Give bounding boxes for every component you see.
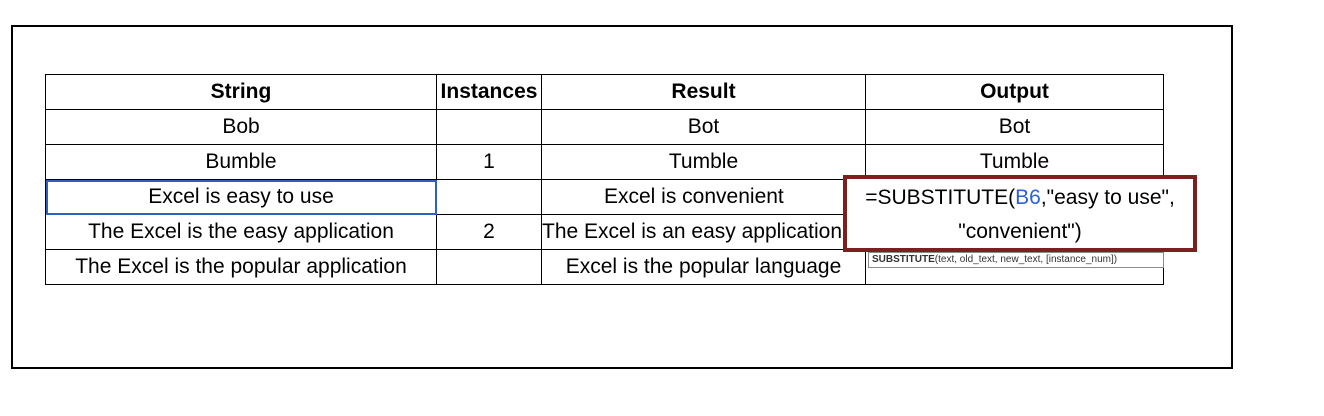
cell-instances[interactable] — [436, 109, 542, 145]
formula-line-2: "convenient") — [958, 220, 1082, 243]
cell-result[interactable]: Tumble — [541, 144, 866, 180]
cell-result[interactable]: Bot — [541, 109, 866, 145]
cell-result[interactable]: Excel is convenient — [541, 179, 866, 215]
cell-instances[interactable]: 2 — [436, 214, 542, 250]
spreadsheet-table: String Instances Result Output Bob Bot B… — [45, 74, 1164, 285]
header-output[interactable]: Output — [865, 74, 1164, 110]
cell-output[interactable]: Bot — [865, 109, 1164, 145]
tooltip-arguments: (text, old_text, new_text, [instance_num… — [934, 254, 1118, 265]
table-row: The Excel is the popular application Exc… — [45, 249, 1164, 285]
function-tooltip: SUBSTITUTE(text, old_text, new_text, [in… — [868, 252, 1164, 268]
cell-string[interactable]: Bumble — [45, 144, 437, 180]
formula-line1-suffix: ,"easy to use", — [1040, 186, 1175, 209]
cell-string[interactable]: The Excel is the easy application — [45, 214, 437, 250]
table-row: Bob Bot Bot — [45, 109, 1164, 145]
cell-result[interactable]: The Excel is an easy application — [541, 214, 866, 250]
formula-line-1: =SUBSTITUTE(B6,"easy to use", — [847, 181, 1193, 215]
header-result[interactable]: Result — [541, 74, 866, 110]
cell-result[interactable]: Excel is the popular language — [541, 249, 866, 285]
cell-output[interactable]: Tumble — [865, 144, 1164, 180]
formula-callout[interactable]: =SUBSTITUTE(B6,"easy to use", "convenien… — [843, 175, 1197, 252]
table-row: Bumble 1 Tumble Tumble — [45, 144, 1164, 180]
header-string[interactable]: String — [45, 74, 437, 110]
cell-instances[interactable] — [436, 249, 542, 285]
cell-reference[interactable]: B6 — [1015, 186, 1041, 209]
tooltip-function-name[interactable]: SUBSTITUTE — [872, 254, 935, 265]
selected-cell-string[interactable]: Excel is easy to use — [45, 179, 437, 215]
image-frame — [11, 25, 1233, 369]
header-row: String Instances Result Output — [45, 74, 1164, 110]
cell-instances[interactable]: 1 — [436, 144, 542, 180]
cell-instances[interactable] — [436, 179, 542, 215]
cell-string[interactable]: Bob — [45, 109, 437, 145]
cell-string[interactable]: The Excel is the popular application — [45, 249, 437, 285]
formula-prefix: =SUBSTITUTE( — [865, 186, 1016, 209]
header-instances[interactable]: Instances — [436, 74, 542, 110]
